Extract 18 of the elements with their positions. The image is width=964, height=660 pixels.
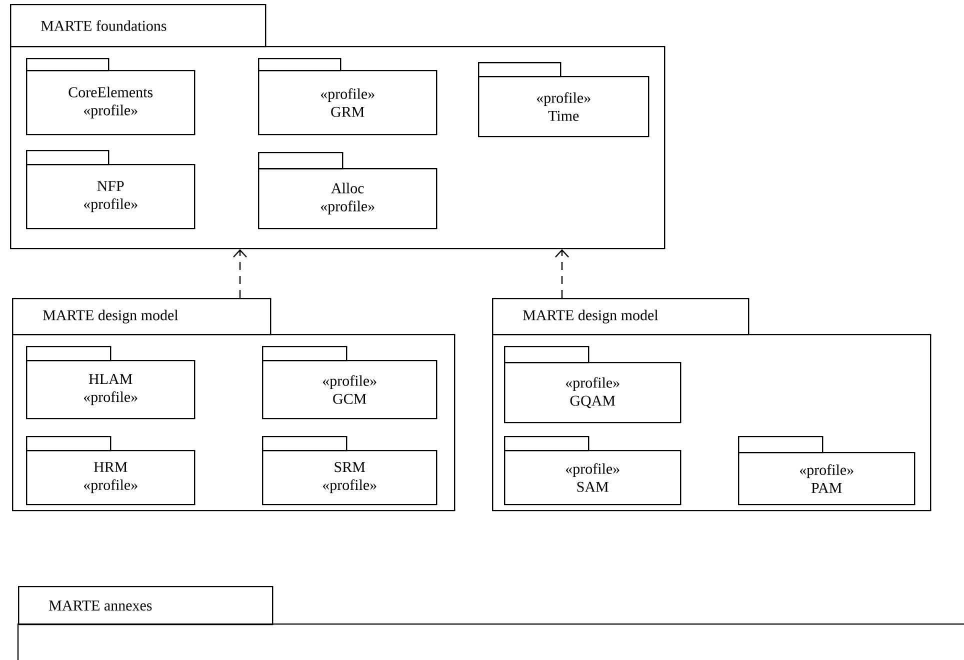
- profile-package: CoreElements «profile»: [26, 58, 196, 136]
- package-frame: MARTE annexes: [17, 586, 964, 660]
- dependency-arrow: [233, 249, 247, 298]
- dependency-arrow: [555, 249, 569, 298]
- profile-package: «profile» SAM: [504, 436, 682, 506]
- profile-package: HLAM «profile»: [26, 346, 196, 420]
- profile-package: «profile» Time: [478, 62, 650, 138]
- node-label: MARTE foundations: [41, 20, 166, 31]
- profile-package: Alloc «profile»: [258, 152, 438, 230]
- profile-package: SRM «profile»: [262, 436, 438, 506]
- profile-package: «profile» GCM: [262, 346, 438, 420]
- node-label: MARTE design model: [43, 310, 178, 324]
- profile-package: NFP «profile»: [26, 150, 196, 230]
- profile-package: HRM «profile»: [26, 436, 196, 506]
- profile-package: «profile» PAM: [738, 436, 916, 506]
- node-label: MARTE design model: [523, 310, 658, 324]
- profile-package: «profile» GQAM: [504, 346, 682, 424]
- profile-package: «profile» GRM: [258, 58, 438, 136]
